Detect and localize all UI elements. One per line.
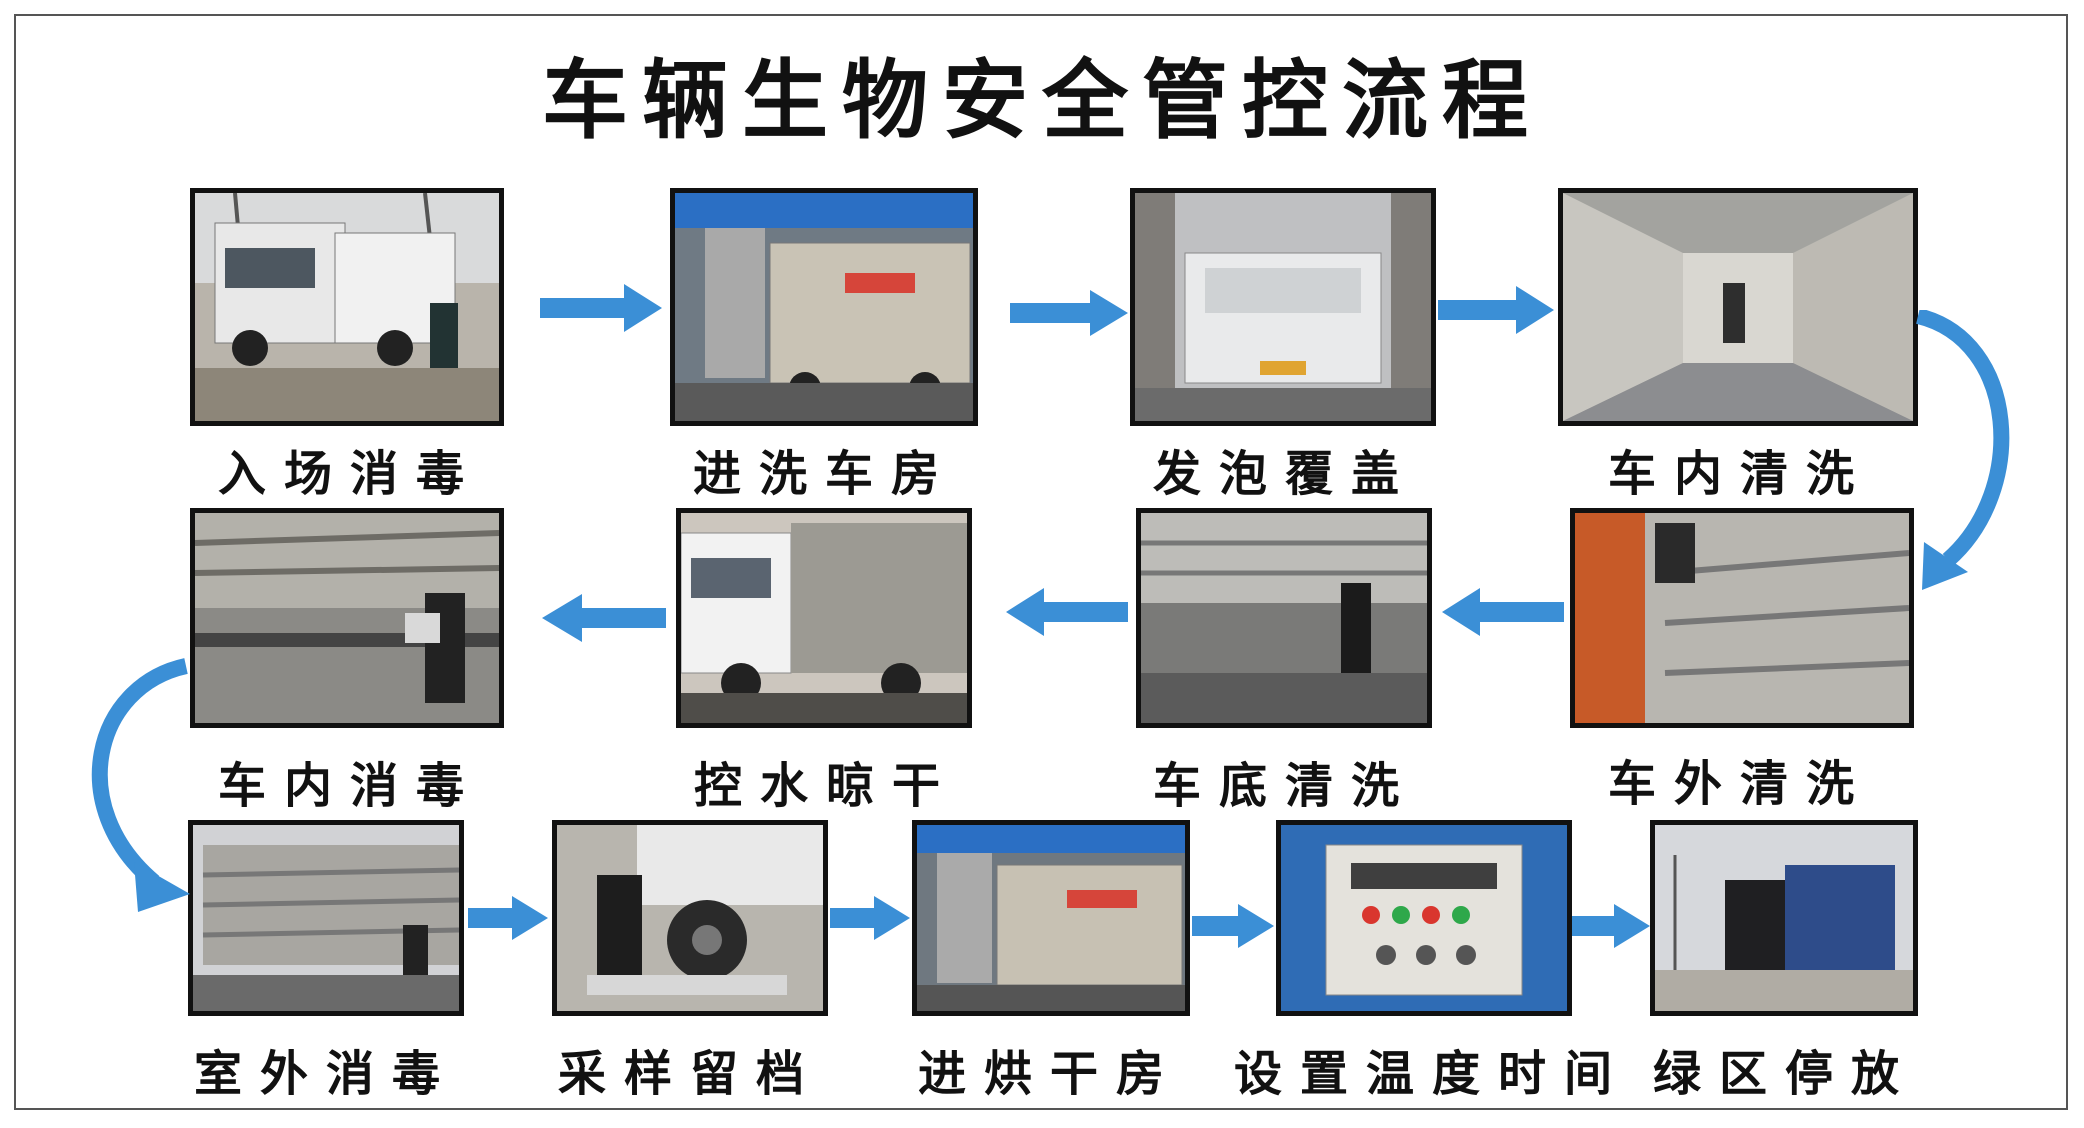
arrow-icon xyxy=(1010,290,1128,336)
step-photo-exterior-wash xyxy=(1570,508,1914,728)
arrow-icon xyxy=(542,594,666,642)
step-label-interior-disinfection: 车内消毒 xyxy=(217,758,482,814)
step-label-entry-disinfection: 入场消毒 xyxy=(217,446,482,502)
curved-arrow-icon xyxy=(91,658,190,912)
step-label-exterior-wash: 车外清洗 xyxy=(1607,756,1872,812)
step-label-underbody-wash: 车底清洗 xyxy=(1152,758,1417,814)
step-photo-entry-disinfection xyxy=(190,188,504,426)
step-photo-sampling-record xyxy=(552,820,828,1016)
arrow-icon xyxy=(1006,588,1128,636)
arrow-icon xyxy=(1438,286,1554,334)
step-photo-underbody-wash xyxy=(1136,508,1432,728)
step-photo-enter-drying-room xyxy=(912,820,1190,1016)
step-label-outdoor-disinfection: 室外消毒 xyxy=(193,1046,458,1102)
step-photo-drain-dry xyxy=(676,508,972,728)
step-photo-interior-wash xyxy=(1558,188,1918,426)
step-photo-interior-disinfection xyxy=(190,508,504,728)
step-label-enter-drying-room: 进烘干房 xyxy=(917,1046,1182,1102)
arrow-icon xyxy=(1572,904,1650,948)
arrow-icon xyxy=(830,896,910,940)
step-label-enter-wash-room: 进洗车房 xyxy=(692,446,957,502)
step-photo-outdoor-disinfection xyxy=(188,820,464,1016)
step-label-set-temperature-time: 设置温度时间 xyxy=(1233,1046,1630,1102)
step-label-green-zone-parking: 绿区停放 xyxy=(1652,1046,1917,1102)
diagram-title: 车辆生物安全管控流程 xyxy=(542,51,1542,151)
step-photo-set-temperature-time xyxy=(1276,820,1572,1016)
step-label-sampling-record: 采样留档 xyxy=(557,1046,822,1102)
step-label-foam-cover: 发泡覆盖 xyxy=(1152,446,1417,502)
arrow-icon xyxy=(1192,904,1274,948)
step-label-interior-wash: 车内清洗 xyxy=(1607,446,1872,502)
arrow-icon xyxy=(1442,588,1564,636)
step-photo-foam-cover xyxy=(1130,188,1436,426)
arrow-icon xyxy=(540,284,662,332)
step-photo-green-zone-parking xyxy=(1650,820,1918,1016)
diagram-frame xyxy=(14,14,2068,1110)
step-label-drain-dry: 控水晾干 xyxy=(693,758,958,814)
arrow-icon xyxy=(468,896,548,940)
curved-arrow-icon xyxy=(1915,310,2010,590)
step-photo-enter-wash-room xyxy=(670,188,978,426)
